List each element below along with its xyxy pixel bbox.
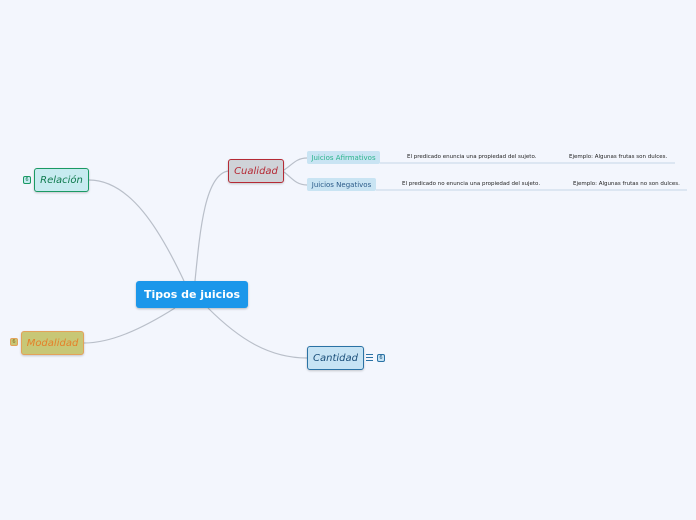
leaf-negativos-definition[interactable]: El predicado no enuncia una propiedad de… — [402, 181, 541, 187]
expand-cantidad-button[interactable]: 6 — [377, 354, 385, 362]
root-topic[interactable]: Tipos de juicios — [136, 281, 248, 308]
connector-cualidad-negat — [283, 171, 308, 186]
topic-cualidad[interactable]: Cualidad — [228, 159, 284, 183]
leaf-afirmativos-example[interactable]: Ejemplo: Algunas frutas son dulces. — [569, 154, 668, 160]
note-lines-icon[interactable] — [366, 354, 373, 361]
topic-relacion[interactable]: Relación — [34, 168, 89, 192]
leaf-negativos-example[interactable]: Ejemplo: Algunas frutas no son dulces. — [573, 181, 680, 187]
expand-modalidad-button[interactable]: 6 — [10, 338, 18, 346]
topic-modalidad[interactable]: Modalidad — [21, 331, 84, 355]
connector-root-cantidad — [207, 307, 308, 359]
subtopic-juicios-afirmativos[interactable]: Juicios Afirmativos — [307, 151, 380, 164]
connector-cualidad-afirm — [283, 157, 308, 171]
expand-relacion-button[interactable]: 6 — [23, 176, 31, 184]
connector-root-modalidad — [83, 307, 176, 344]
leaf-afirmativos-definition[interactable]: El predicado enuncia una propiedad del s… — [407, 154, 537, 160]
subtopic-juicios-negativos[interactable]: Juicios Negativos — [307, 178, 376, 191]
topic-cantidad[interactable]: Cantidad — [307, 346, 364, 370]
connector-root-cualidad — [194, 170, 229, 282]
connector-root-relacion — [88, 179, 185, 282]
